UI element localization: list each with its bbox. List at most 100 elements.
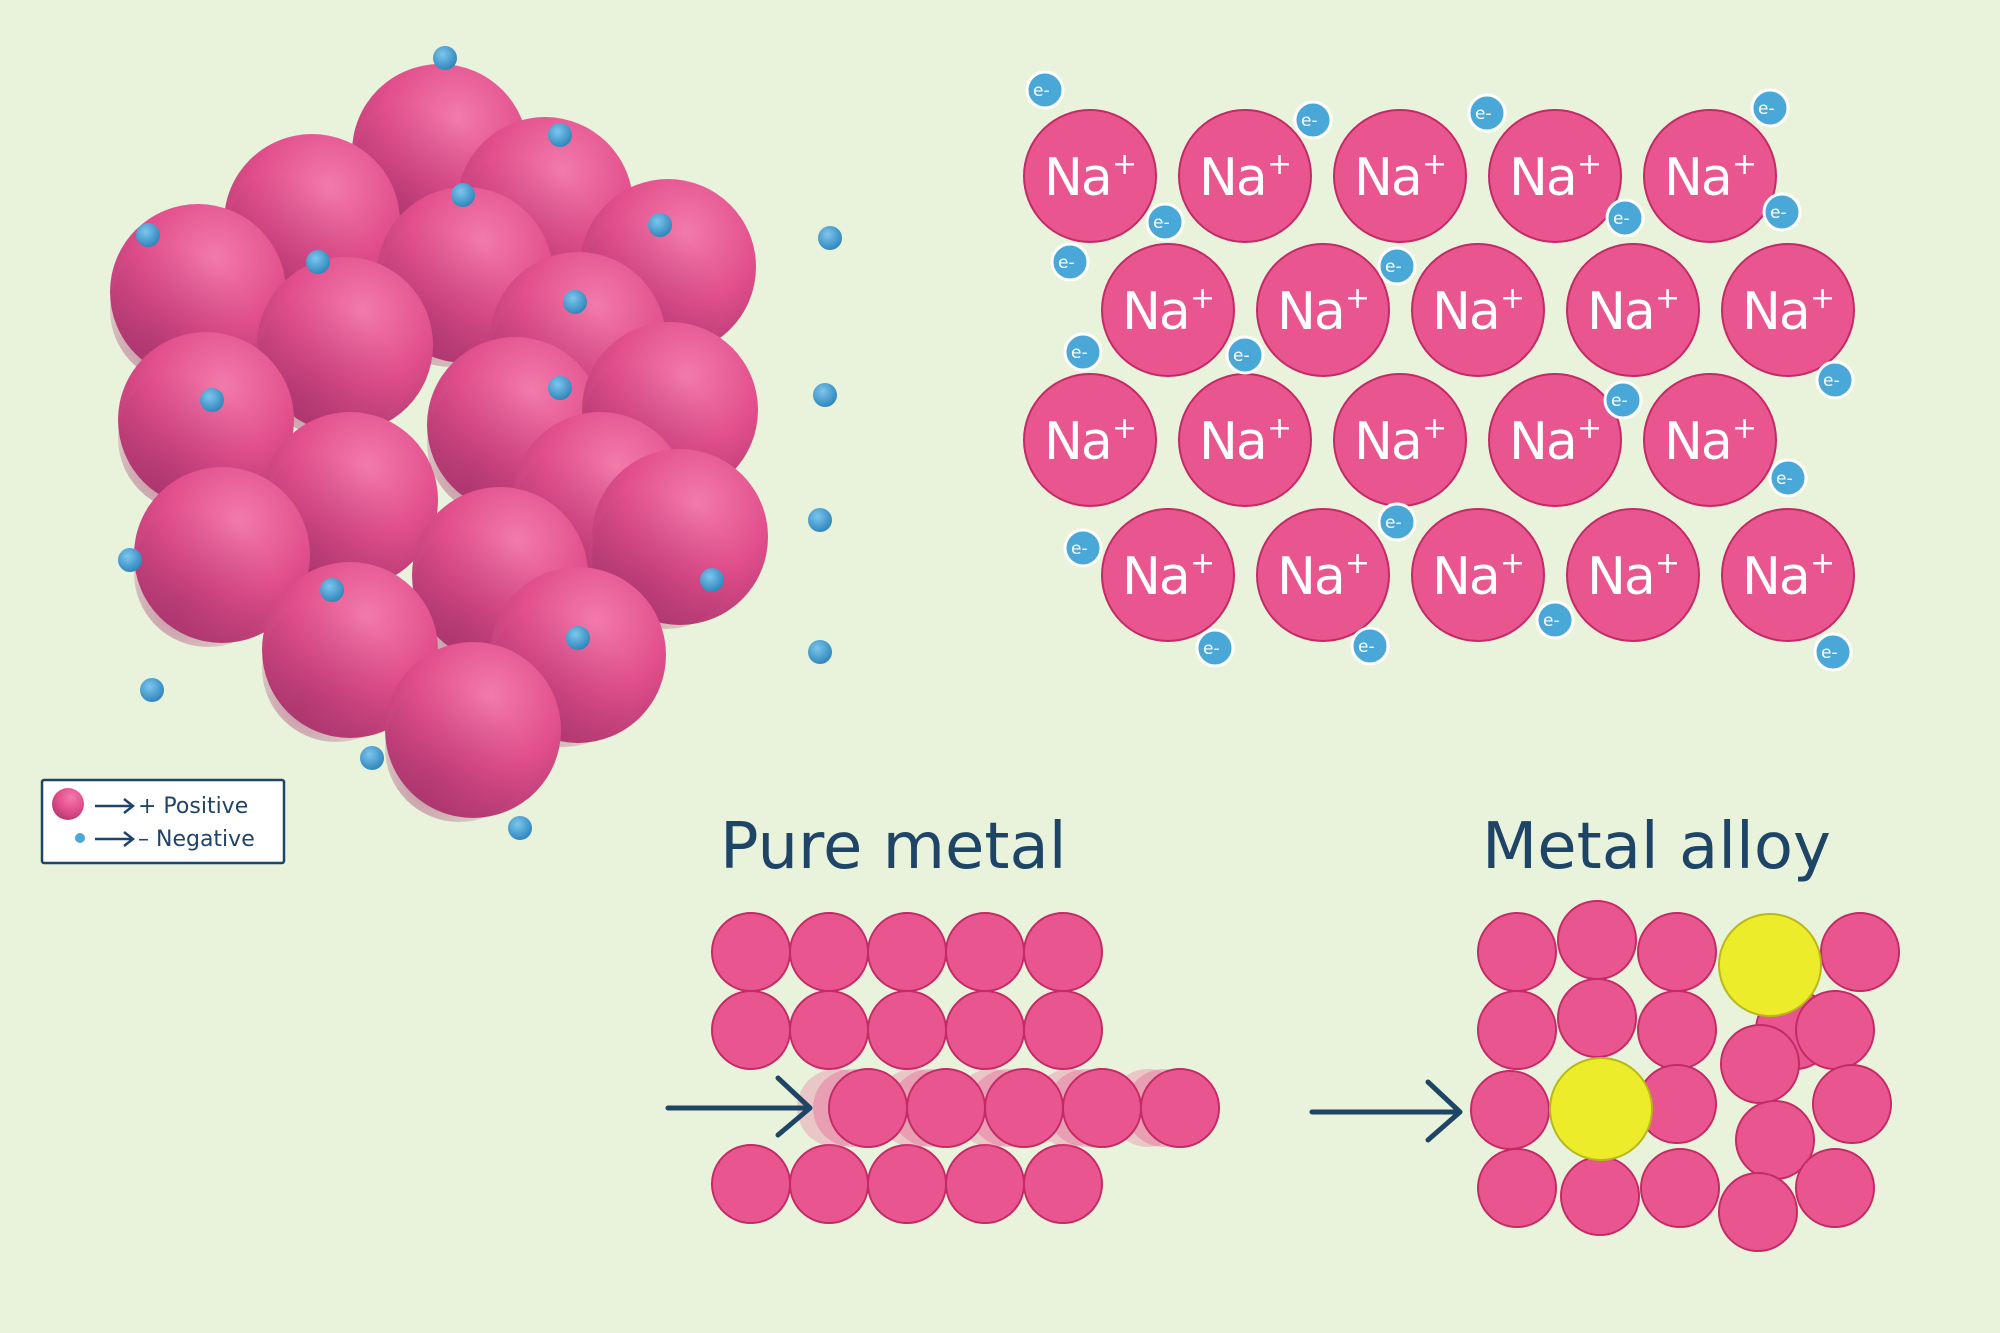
ion-circle [1488,373,1622,507]
pure-metal-atom [867,990,947,1070]
electron-circle [1293,100,1333,140]
alloy-metal-atom [1718,1172,1798,1252]
ion-charge: + [1577,411,1602,446]
sodium-ion: Na+ [1178,109,1312,243]
electron-label: e- [1611,391,1628,411]
sodium-ion: Na+ [1721,508,1855,642]
alloy-metal-atom [1820,912,1900,992]
sliding-metal-atom [1140,1068,1220,1148]
electron-label: e- [1385,257,1402,277]
ion-circle [1101,508,1235,642]
sodium-ion: Na+ [1333,373,1467,507]
electron-label: e- [1301,111,1318,131]
pure-metal-atom [945,912,1025,992]
free-electron: e- [1535,600,1575,640]
electron-circle [1145,202,1185,242]
sliding-metal-atom [828,1068,908,1148]
pure-metal-atom [711,912,791,992]
ion-charge: + [1267,411,1292,446]
arrow-right-icon [665,1075,813,1138]
free-electron: e- [1750,88,1790,128]
sodium-ion: Na+ [1488,109,1622,243]
sodium-ion: Na+ [1256,243,1390,377]
ion-symbol: Na [1354,412,1421,472]
electron-circle [1025,70,1065,110]
pure-metal-atom [867,912,947,992]
pure-metal-layers [711,912,1220,1224]
electron-circle [1768,458,1808,498]
sodium-ion: Na+ [1566,508,1700,642]
ion-charge: + [1190,546,1215,581]
electron-label: e- [1153,213,1170,233]
arrow-right-icon [95,798,136,814]
sodium-ion: Na+ [1023,373,1157,507]
ion-circle [1101,243,1235,377]
pure-metal-atom [789,1144,869,1224]
electron-circle [1603,380,1643,420]
ion-circle [1178,109,1312,243]
ion-symbol: Na [1664,412,1731,472]
lattice-electron [563,290,587,314]
free-electron: e- [1350,626,1390,666]
ion-charge: + [1345,281,1370,316]
alloy-metal-atom [1812,1064,1892,1144]
legend-negative-swatch [75,833,85,843]
sodium-ion: Na+ [1411,243,1545,377]
ion-symbol: Na [1664,148,1731,208]
sphere-shading [257,289,405,437]
ion-symbol: Na [1509,148,1576,208]
lattice-electron [508,816,532,840]
sodium-ion: Na+ [1721,243,1855,377]
ion-charge: + [1732,411,1757,446]
ion-symbol: Na [1742,547,1809,607]
pure-metal-atom [867,1144,947,1224]
lattice-electron [566,626,590,650]
legend: + Positive – Negative [40,778,286,865]
ion-charge: + [1500,546,1525,581]
pure-metal-atom [945,1144,1025,1224]
free-electron: e- [1293,100,1333,140]
ion-symbol: Na [1509,412,1576,472]
ion-symbol: Na [1044,412,1111,472]
electron-label: e- [1071,343,1088,363]
ion-charge: + [1577,147,1602,182]
ion-circle [1411,508,1545,642]
pure-metal-atom [1023,990,1103,1070]
lattice-electron [548,376,572,400]
electron-circle [1750,88,1790,128]
electron-circle [1377,246,1417,286]
electron-circle [1350,626,1390,666]
alloy-metal-atom [1637,912,1717,992]
ion-charge: + [1267,147,1292,182]
ion-charge: + [1190,281,1215,316]
arrow-right-icon [95,831,136,847]
ion-symbol: Na [1122,282,1189,342]
free-electron: e- [1063,332,1103,372]
alloy-metal-atom [1640,1148,1720,1228]
sphere-shading [262,594,410,742]
free-electron: e- [1605,198,1645,238]
sodium-ion: Na+ [1411,508,1545,642]
free-electron: e- [1377,246,1417,286]
sodium-ion: Na+ [1101,243,1235,377]
ion-charge: + [1112,147,1137,182]
lattice-electron [648,213,672,237]
ion-symbol: Na [1277,547,1344,607]
sodium-ion: Na+ [1643,109,1777,243]
legend-negative-label: – Negative [138,827,255,852]
electron-label: e- [1770,203,1787,223]
sodium-ion-grid: Na+Na+Na+Na+Na+Na+Na+Na+Na+Na+Na+Na+Na+N… [1023,109,1855,642]
lattice-electron [818,226,842,250]
electron-circle [1605,198,1645,238]
ion-charge: + [1500,281,1525,316]
electron-circle [1377,502,1417,542]
ion-symbol: Na [1354,148,1421,208]
ion-circle [1643,109,1777,243]
electron-circle [1050,242,1090,282]
pure-metal-heading: Pure metal [720,810,1066,884]
ion-circle [1721,508,1855,642]
free-electron: e- [1025,70,1065,110]
free-electron: e- [1813,632,1853,672]
free-electron: e- [1145,202,1185,242]
